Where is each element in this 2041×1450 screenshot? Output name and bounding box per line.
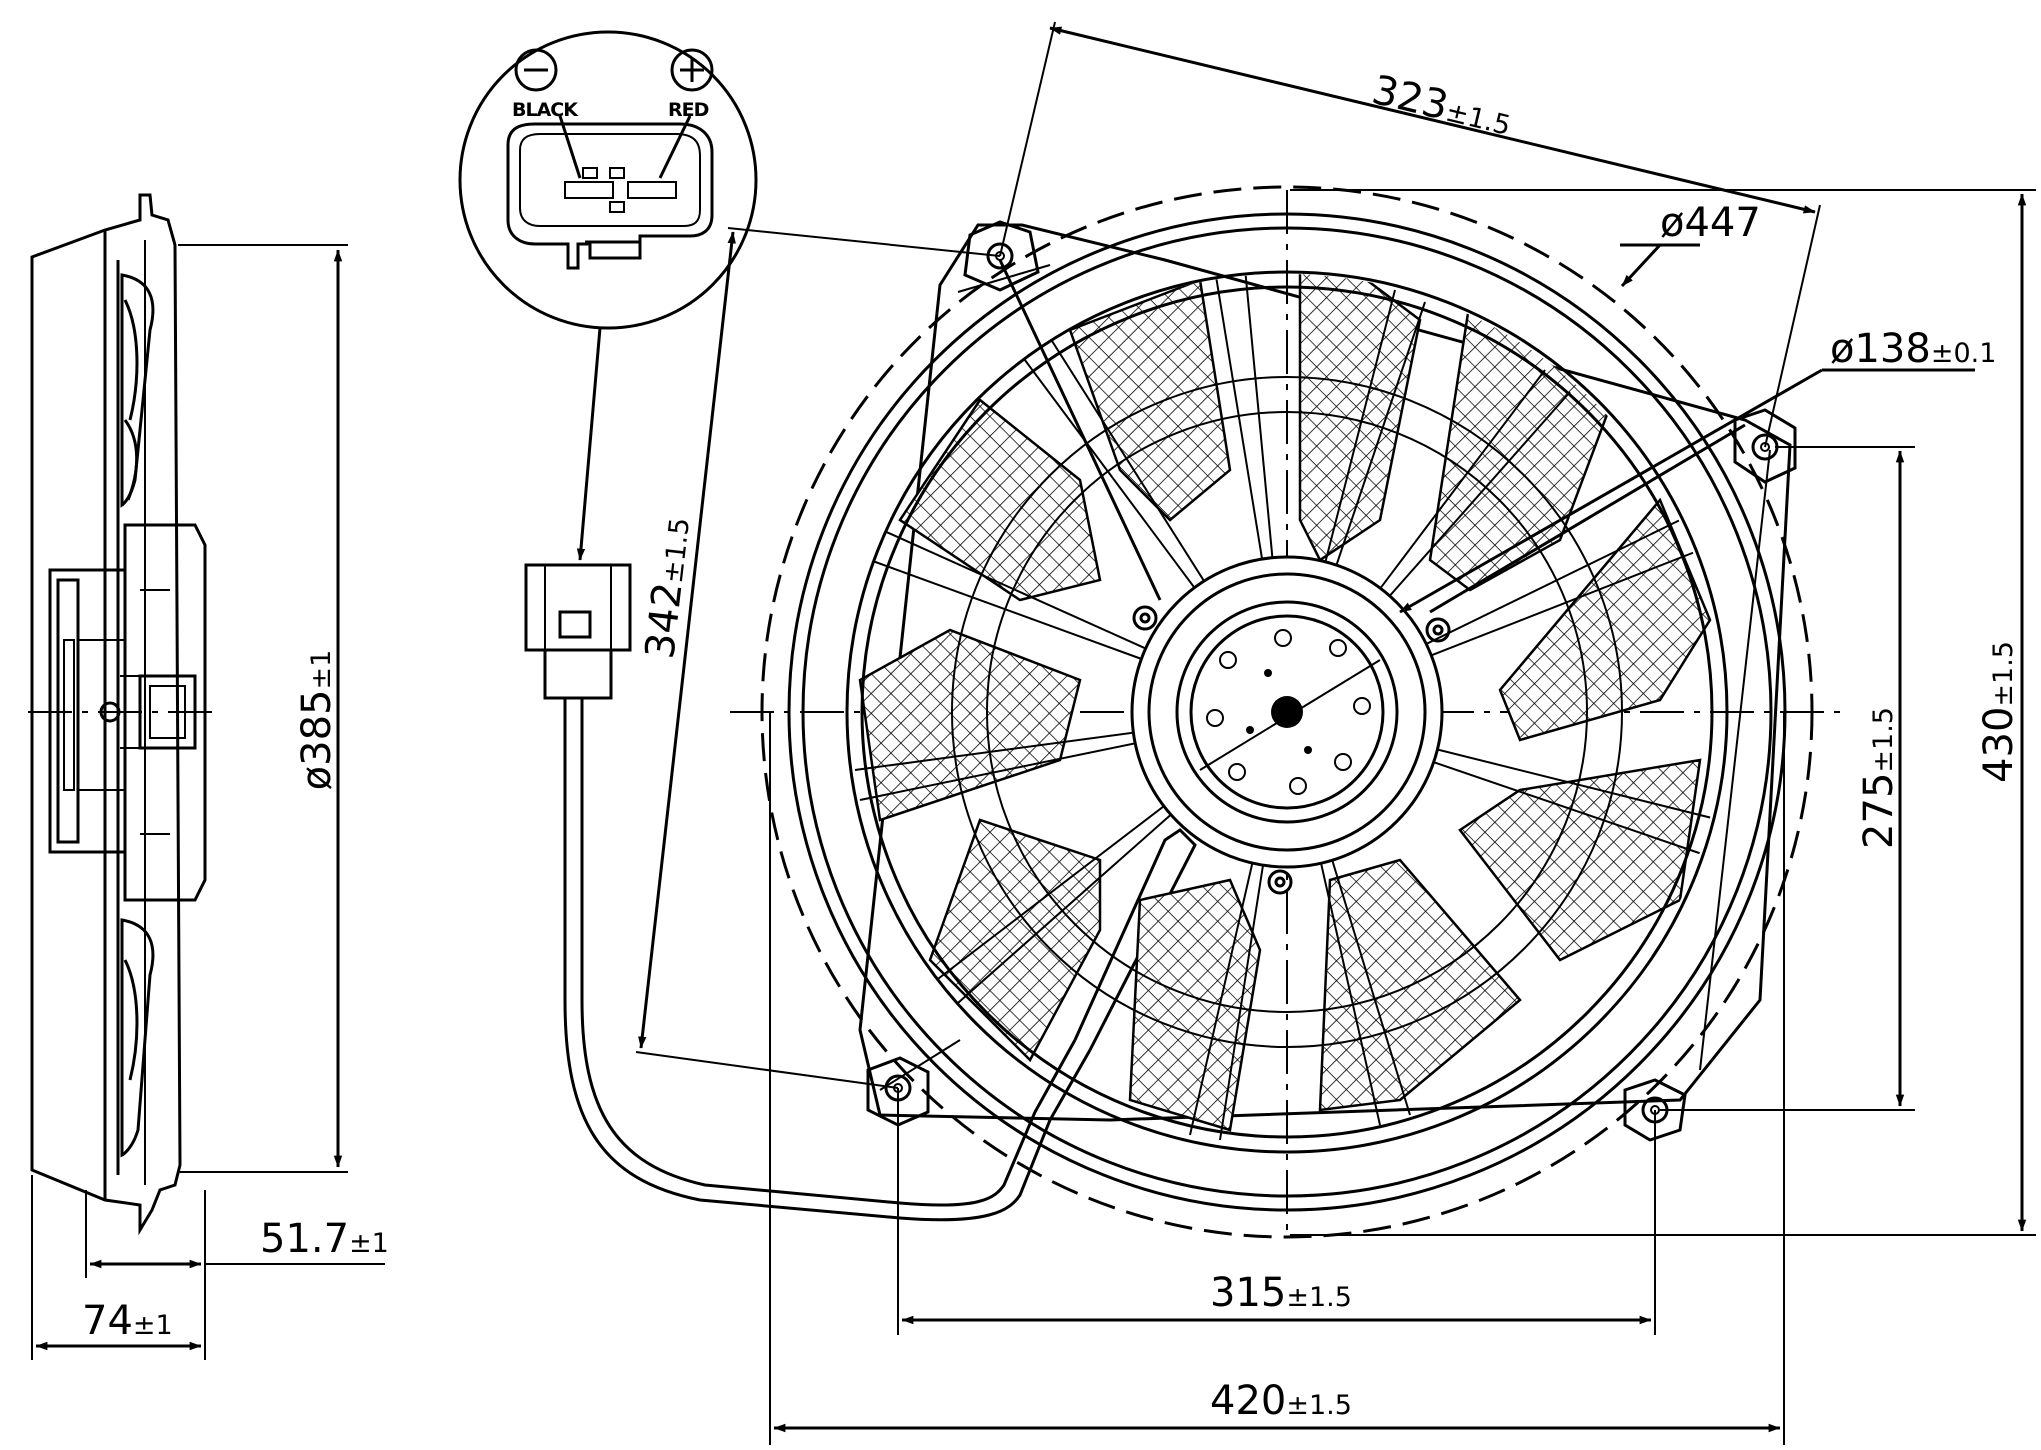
diag-top-dim: 323±1.5 [1368,67,1517,145]
diag-left-dim: 342±1.5 [637,515,699,661]
plug-and-cable [524,563,1197,1222]
side-view: ø385±1 51.7±1 74±1 [28,193,389,1360]
plus-icon [670,48,714,92]
front-view [730,185,1840,1239]
minus-icon [514,48,558,92]
motor-diameter-dim: ø138±0.1 [1830,326,1996,372]
shroud-diameter-dim: ø447 [1660,200,1761,246]
connector-detail: BLACK RED [458,30,758,561]
front-dimensions: 323±1.5 342±1.5 ø447 ø138±0.1 275±1.5 [635,21,2036,1445]
motor-thickness-dim: 51.7±1 [260,1216,389,1262]
width-inner-dim: 315±1.5 [1210,1270,1352,1316]
fan-diameter-dim: ø385±1 [294,650,340,791]
red-wire-label: RED [668,99,709,121]
hub-holes [1206,629,1371,795]
total-thickness-dim: 74±1 [82,1298,173,1344]
vertical-inner-dim: 275±1.5 [1856,707,1902,849]
width-outer-dim: 420±1.5 [1210,1378,1352,1424]
vertical-outer-dim: 430±1.5 [1976,641,2022,783]
black-wire-label: BLACK [512,99,579,121]
